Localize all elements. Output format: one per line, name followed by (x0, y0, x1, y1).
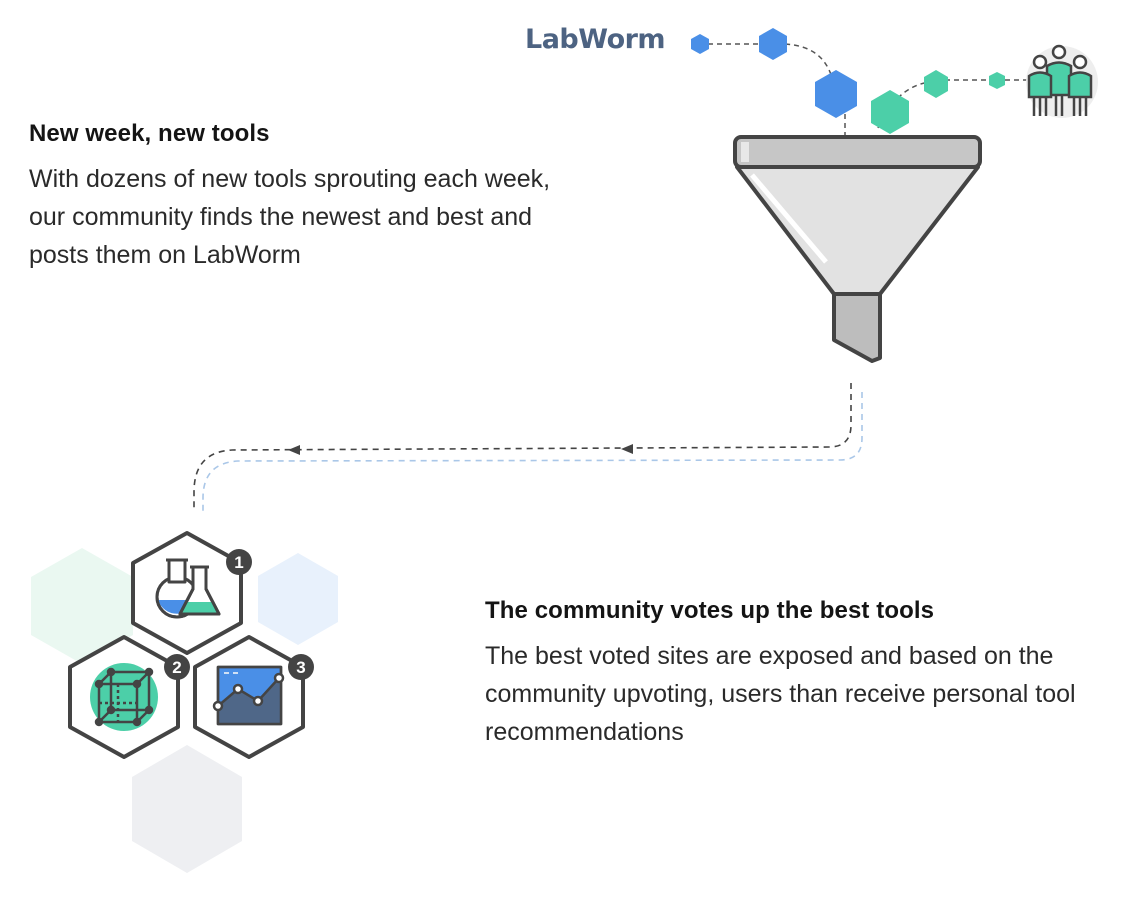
svg-text:2: 2 (172, 658, 181, 677)
cube-network-icon (90, 663, 158, 731)
badge-two: 2 (164, 654, 190, 680)
community-people-icon (1026, 44, 1098, 118)
badge-three: 3 (288, 654, 314, 680)
hex-dots (691, 28, 1005, 134)
section-new-tools: New week, new tools With dozens of new t… (29, 120, 569, 274)
svg-text:1: 1 (234, 553, 243, 572)
hex-dot-blue-medium (759, 28, 787, 60)
arrow-head (288, 445, 300, 455)
funnel-icon (733, 135, 982, 363)
arrow-head (621, 444, 633, 454)
section-body: The best voted sites are exposed and bas… (485, 642, 1076, 746)
svg-text:3: 3 (296, 658, 305, 677)
hex-dot-blue-large (815, 70, 857, 118)
section-title: The community votes up the best tools (485, 597, 935, 624)
hex-tile-flask[interactable] (131, 531, 243, 655)
lab-flask-icon (155, 558, 221, 619)
ghost-hexagons (31, 548, 338, 873)
brand-logo[interactable]: LabWorm (525, 24, 666, 55)
section-title: New week, new tools (29, 120, 270, 147)
hex-dot-blue-small (691, 34, 709, 54)
flow-path (193, 383, 863, 514)
hex-dot-green-small (989, 72, 1005, 89)
line-chart-icon (212, 665, 285, 726)
section-body: With dozens of new tools sprouting each … (29, 165, 551, 269)
badge-one: 1 (226, 549, 252, 575)
connector-lines (708, 43, 1030, 135)
section-community-votes: The community votes up the best tools Th… (485, 597, 1085, 751)
hex-tile-cube[interactable] (68, 635, 180, 759)
hex-dot-green-medium (924, 70, 948, 98)
hex-dot-green-large (871, 90, 909, 134)
hex-tile-chart[interactable] (193, 635, 305, 759)
